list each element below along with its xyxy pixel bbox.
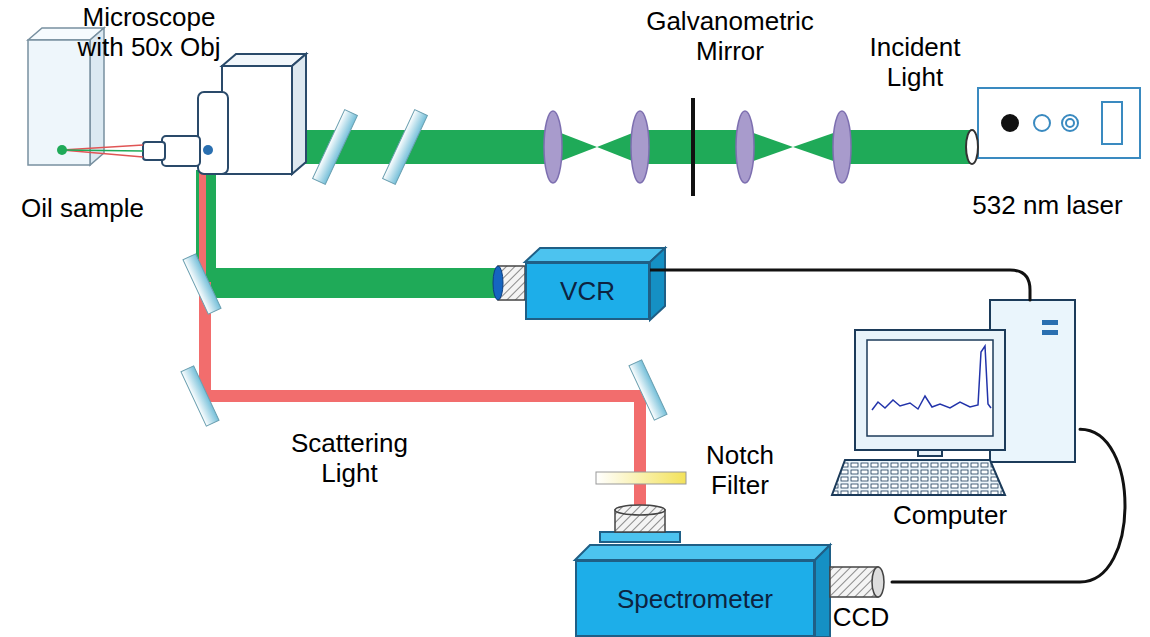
computer-part	[918, 450, 942, 456]
laser-part	[1062, 115, 1078, 131]
microscope-part	[198, 92, 228, 174]
lens-part	[544, 111, 562, 183]
computer-node: Computer	[830, 300, 1080, 535]
laser-part	[1002, 115, 1018, 131]
component-label: Scattering Light	[262, 428, 437, 488]
microscope-part	[222, 66, 292, 174]
computer-part	[872, 346, 991, 410]
node-label: Computer	[850, 500, 1050, 530]
mirror-part	[313, 110, 358, 185]
sample-node: Oil sample	[0, 28, 165, 230]
red-beam	[199, 170, 646, 530]
spectrometer-housing-part	[615, 505, 665, 515]
laser-part	[1102, 102, 1122, 144]
spectrometer-housing	[575, 505, 830, 637]
sample-rays-part	[57, 145, 67, 155]
mirror-part	[181, 366, 219, 426]
spectrometer-housing-part	[815, 545, 830, 637]
node-label: Oil sample	[0, 193, 165, 223]
microscope-node: Microscope with 50x Obj	[60, 2, 295, 180]
laser	[966, 88, 1140, 164]
lens-part	[736, 111, 754, 183]
mirror-part	[629, 360, 667, 420]
laser-node: 532 nm laser	[950, 82, 1145, 227]
laser-part	[966, 130, 978, 164]
computer-part	[1042, 330, 1058, 335]
sample-rays-part	[62, 150, 143, 157]
lens-part	[631, 111, 649, 183]
spectrometer-housing-part	[600, 532, 680, 542]
computer-part	[1042, 320, 1058, 325]
node-label: Microscope with 50x Obj	[60, 2, 238, 62]
vcr-box: VCR	[525, 262, 650, 320]
ccd-camera-part	[830, 567, 878, 597]
vcr-housing	[493, 248, 665, 320]
cable	[650, 270, 1030, 300]
spectrometer-box: Spectrometer	[575, 560, 815, 637]
computer-part	[867, 340, 993, 436]
laser-part	[1066, 119, 1074, 127]
green-beam-part	[842, 130, 972, 164]
laser-part	[978, 88, 1140, 158]
vcr-housing-part	[650, 248, 665, 320]
vcr-housing-part	[525, 248, 665, 262]
computer-part	[832, 460, 1005, 495]
microscope-part	[143, 142, 165, 160]
notch-filter	[596, 472, 686, 484]
component-label: Notch Filter	[690, 440, 790, 500]
sample-rays-part	[62, 150, 143, 151]
red-beam-part	[199, 390, 646, 402]
ccd-camera-part	[872, 567, 884, 597]
node-label: Spectrometer	[617, 584, 773, 614]
node-label: 532 nm laser	[950, 190, 1145, 220]
component-label: Galvanometric Mirror	[625, 6, 835, 66]
node-label: VCR	[560, 276, 615, 306]
computer-part	[855, 330, 1005, 450]
laser-part	[1034, 115, 1050, 131]
ccd-camera	[830, 567, 884, 597]
ccd-node: CCD	[830, 560, 892, 635]
lens	[544, 111, 851, 183]
microscope-part	[203, 145, 213, 155]
computer	[832, 300, 1075, 495]
microscope-part	[162, 136, 200, 166]
lens-part	[833, 111, 851, 183]
sample-rays-part	[62, 145, 143, 150]
mirror-part	[183, 254, 221, 314]
sample-rays	[57, 145, 143, 157]
spectrometer-housing-part	[575, 545, 830, 560]
component-label: Incident Light	[855, 32, 975, 92]
microscope	[143, 54, 306, 174]
green-beam-part	[206, 268, 498, 298]
microscope-part	[292, 54, 306, 174]
galvanometric-mirror	[691, 98, 695, 196]
mirror-part	[383, 110, 428, 185]
vcr-housing-part	[493, 266, 503, 300]
node-label: CCD	[830, 602, 892, 632]
